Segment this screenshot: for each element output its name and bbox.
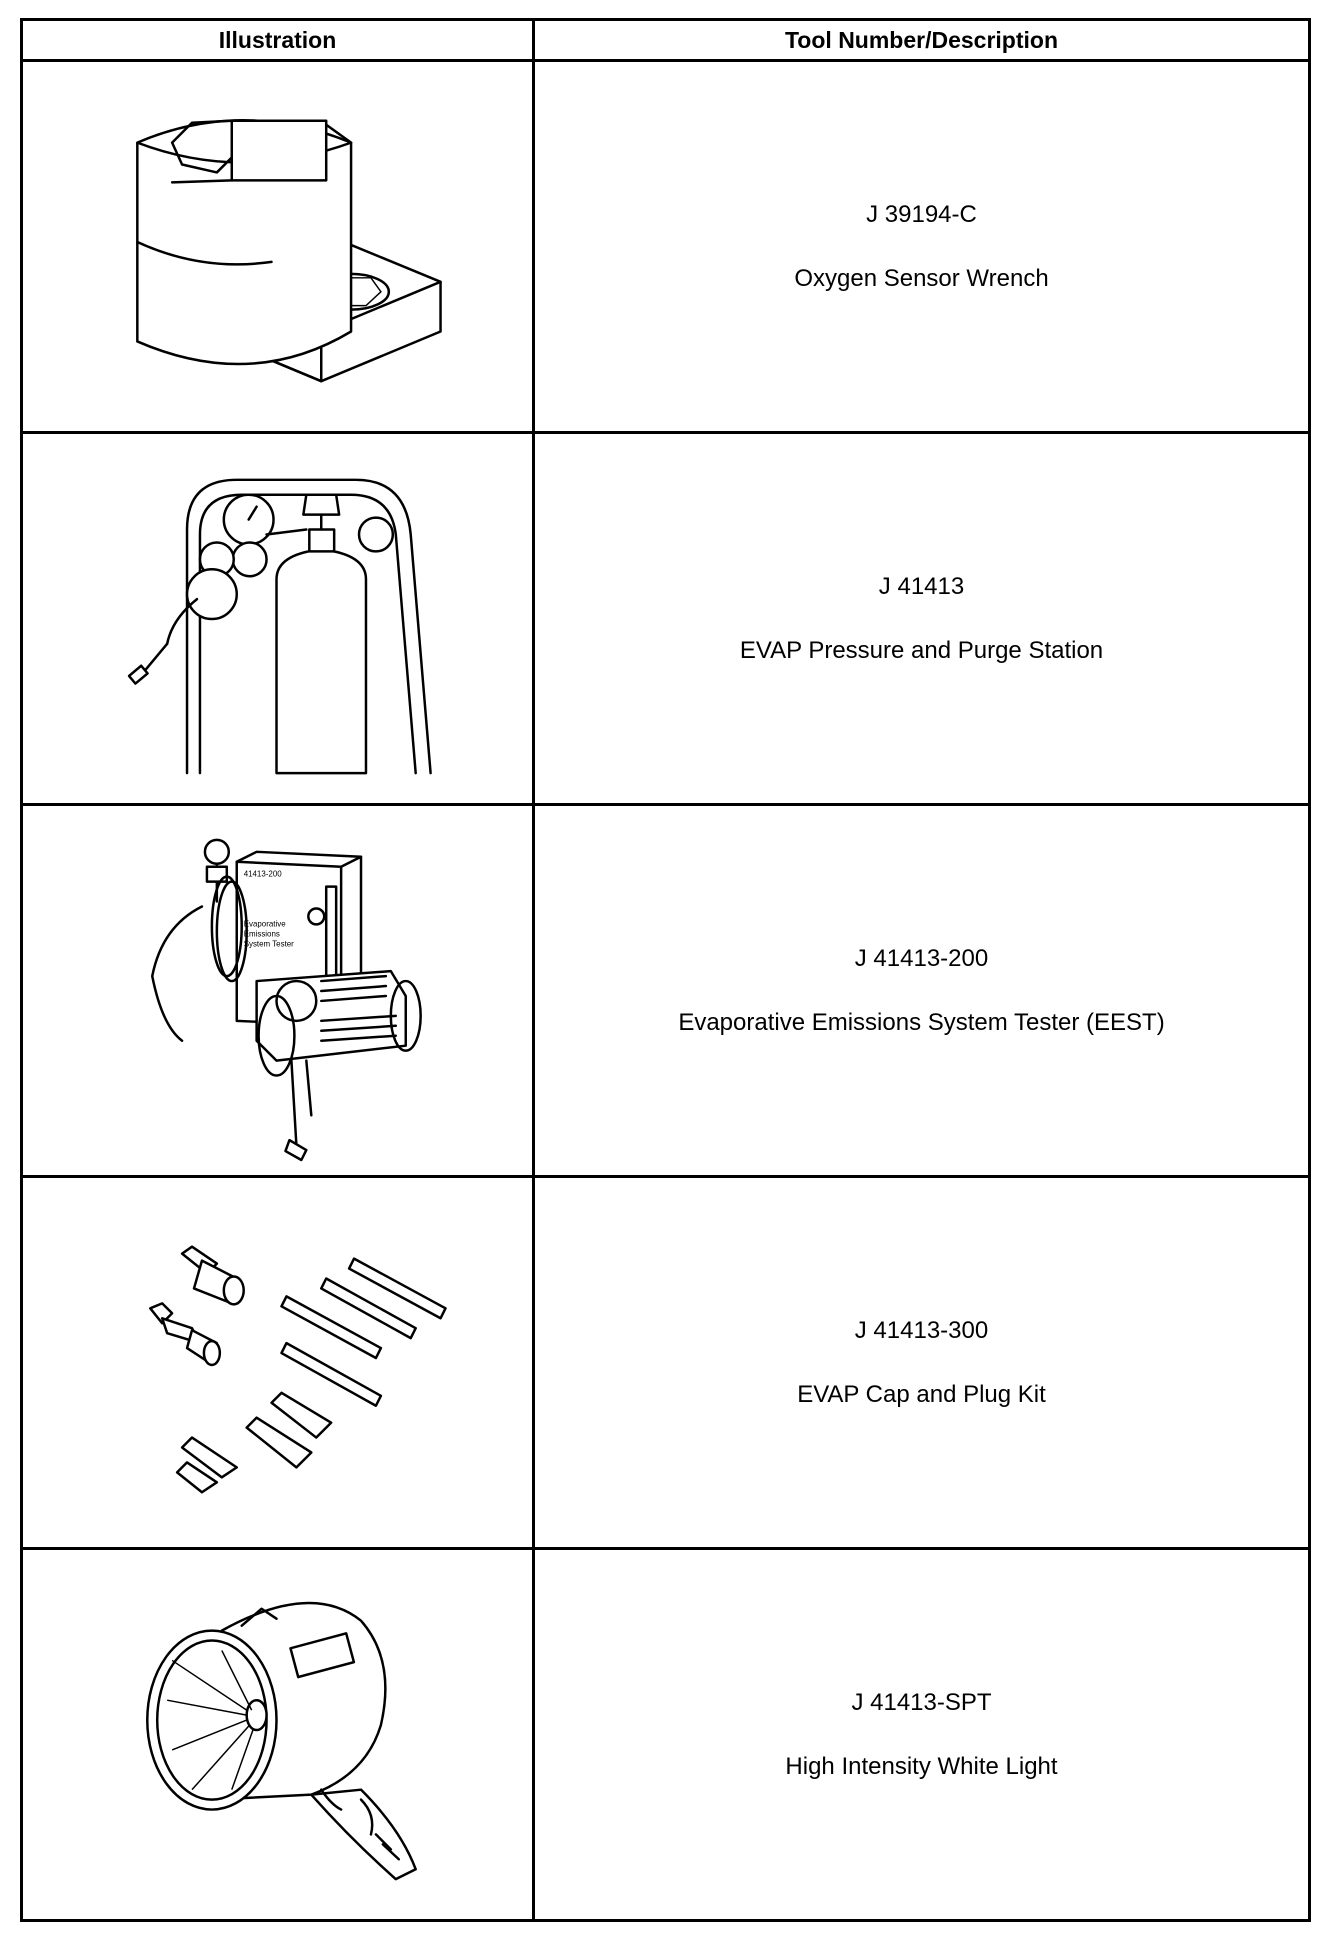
white-light-icon xyxy=(146,1601,417,1881)
table-row: J 39194-C Oxygen Sensor Wrench xyxy=(20,59,1311,434)
cap-plug-kit-icon xyxy=(149,1245,447,1494)
tool-number: J 39194-C xyxy=(866,200,977,228)
table-row: J 41413-300 EVAP Cap and Plug Kit xyxy=(20,1175,1311,1550)
table-row: J 41413 EVAP Pressure and Purge Station xyxy=(20,431,1311,806)
tool-name: Oxygen Sensor Wrench xyxy=(794,264,1049,292)
illustration-cell xyxy=(20,1547,535,1922)
oxygen-sensor-wrench-icon xyxy=(136,119,442,383)
tool-number: J 41413-200 xyxy=(854,944,989,972)
header-row: Illustration Tool Number/Description xyxy=(20,18,1311,62)
svg-text:Emissions: Emissions xyxy=(244,929,280,938)
svg-text:41413-200: 41413-200 xyxy=(244,870,283,879)
description-cell: J 41413-300 EVAP Cap and Plug Kit xyxy=(532,1175,1311,1550)
table-row: 41413-200 Evaporative Emissions System T… xyxy=(20,803,1311,1178)
description-header: Tool Number/Description xyxy=(532,18,1311,62)
svg-text:Evaporative: Evaporative xyxy=(244,919,287,928)
tool-number: J 41413 xyxy=(878,572,965,600)
tool-name: Evaporative Emissions System Tester (EES… xyxy=(678,1008,1165,1036)
eest-tester-icon: 41413-200 Evaporative Emissions System T… xyxy=(150,838,422,1162)
illustration-cell xyxy=(20,59,535,434)
illustration-cell xyxy=(20,1175,535,1550)
description-cell: J 41413 EVAP Pressure and Purge Station xyxy=(532,431,1311,806)
tool-number: J 41413-300 xyxy=(854,1316,989,1344)
illustration-cell xyxy=(20,431,535,806)
tool-number: J 41413-SPT xyxy=(851,1688,992,1716)
description-cell: J 41413-200 Evaporative Emissions System… xyxy=(532,803,1311,1178)
description-cell: J 39194-C Oxygen Sensor Wrench xyxy=(532,59,1311,434)
table-row: J 41413-SPT High Intensity White Light xyxy=(20,1547,1311,1922)
special-tools-table: Illustration Tool Number/Description xyxy=(20,18,1311,1922)
tool-name: EVAP Cap and Plug Kit xyxy=(797,1380,1046,1408)
tool-name: EVAP Pressure and Purge Station xyxy=(739,636,1104,664)
description-cell: J 41413-SPT High Intensity White Light xyxy=(532,1547,1311,1922)
illustration-cell: 41413-200 Evaporative Emissions System T… xyxy=(20,803,535,1178)
evap-purge-station-icon xyxy=(127,478,432,775)
tool-name: High Intensity White Light xyxy=(785,1752,1058,1780)
svg-text:System Tester: System Tester xyxy=(244,939,294,948)
illustration-header: Illustration xyxy=(20,18,535,62)
